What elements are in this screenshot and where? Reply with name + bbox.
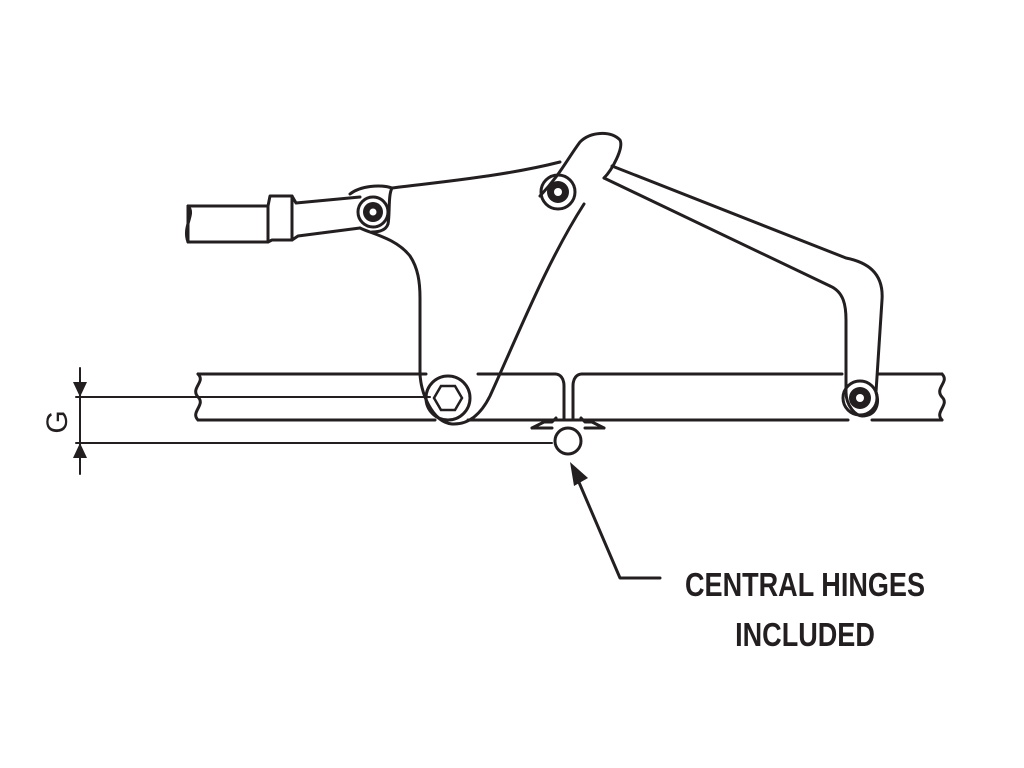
rod-pivot-ring	[356, 195, 390, 229]
hex-bolt-icon	[432, 384, 464, 412]
base-plate	[194, 372, 946, 422]
callout-line-1: CENTRAL HINGES	[684, 566, 926, 603]
central-joint	[530, 372, 606, 456]
callout-line-2: INCLUDED	[735, 616, 875, 653]
upper-lever-plate	[348, 160, 562, 374]
leader-arrow-icon	[570, 462, 588, 486]
dimension-arrow-icon	[73, 443, 87, 458]
callout-leader	[576, 478, 662, 580]
dimension-arrow-icon	[73, 382, 87, 397]
callout-text: CENTRAL HINGES INCLUDED	[670, 560, 941, 660]
top-pivot-ring	[539, 173, 577, 211]
dimension-label: G	[41, 410, 74, 434]
right-pivot-ring	[841, 379, 879, 417]
actuator-rod	[185, 194, 362, 244]
